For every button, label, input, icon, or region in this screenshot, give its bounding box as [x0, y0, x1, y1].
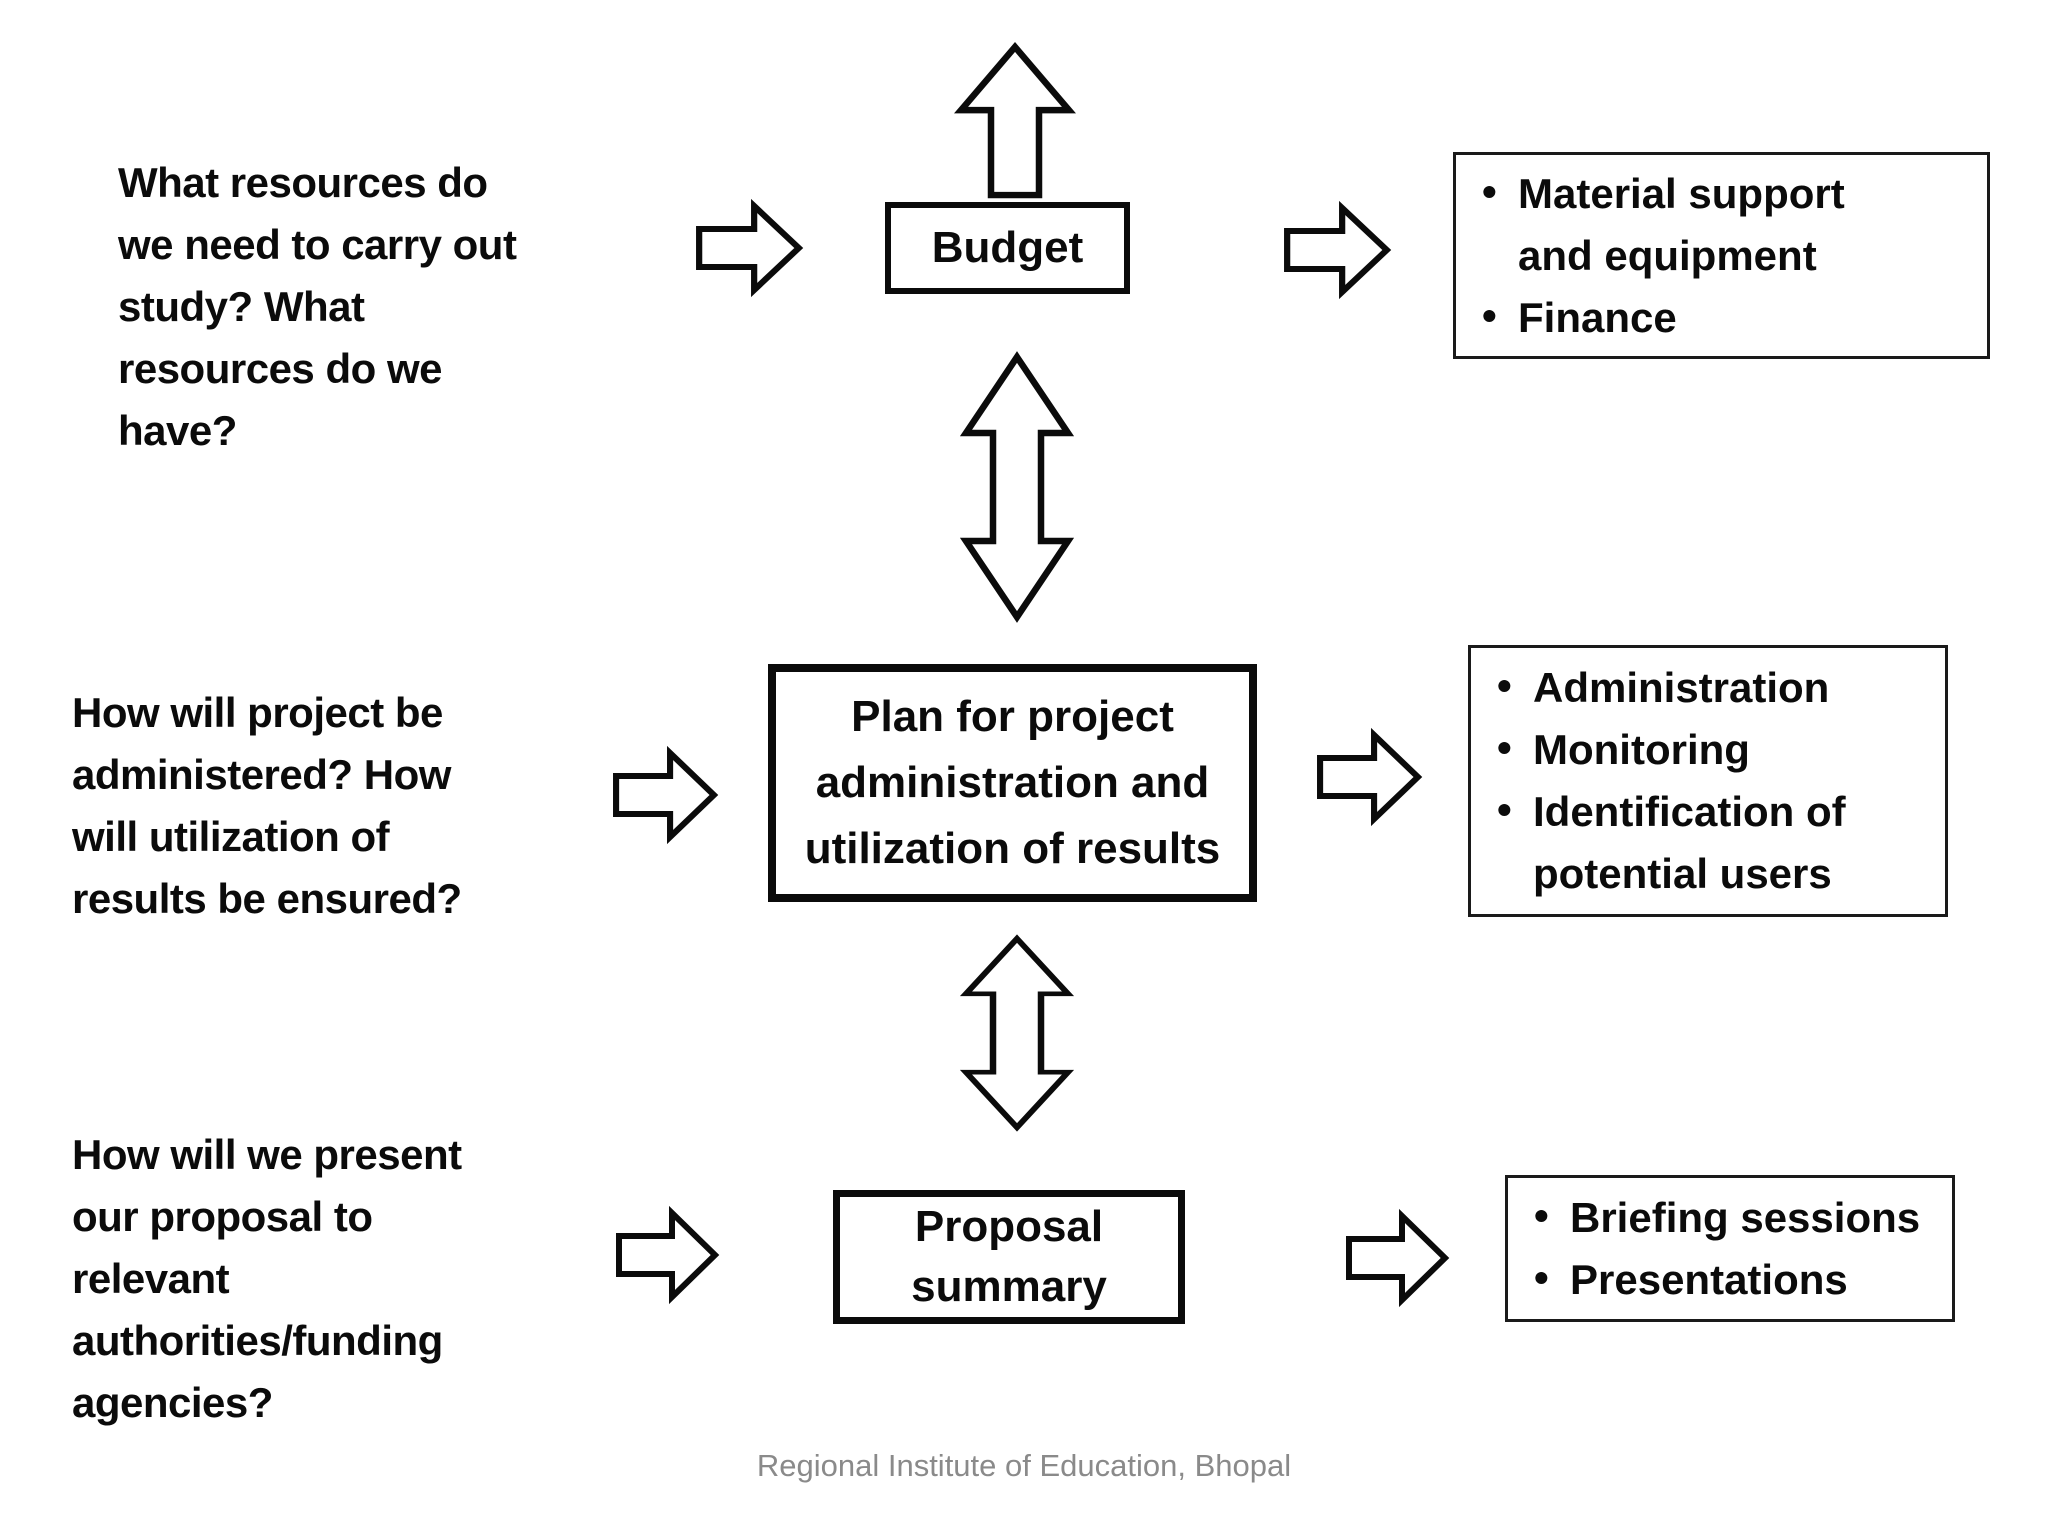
output-item: Presentations [1534, 1247, 1942, 1311]
right-arrow-icon [616, 1205, 720, 1305]
output-item: Monitoring [1497, 717, 1935, 781]
double-arrow-icon [959, 934, 1075, 1132]
double-arrow-icon [959, 351, 1075, 623]
output-item: Identification of potential users [1497, 779, 1935, 905]
question-administration: How will project be administered? How wi… [72, 689, 462, 922]
right-arrow-icon [1284, 200, 1392, 300]
outputs-list: Briefing sessionsPresentations [1508, 1185, 1952, 1311]
up-arrow-icon [954, 41, 1076, 199]
right-arrow-icon [1317, 727, 1423, 827]
footer-credit: Regional Institute of Education, Bhopal [756, 1448, 1292, 1483]
output-item: Material support and equipment [1482, 161, 1977, 287]
output-item: Administration [1497, 655, 1935, 719]
question-presentation: How will we present our proposal to rele… [72, 1131, 462, 1426]
outputs-list: AdministrationMonitoringIdentification o… [1471, 655, 1945, 905]
output-item: Briefing sessions [1534, 1185, 1942, 1249]
outputs-box-plan: AdministrationMonitoringIdentification o… [1468, 645, 1948, 917]
plan-box: Plan for project administration and util… [768, 664, 1257, 902]
right-arrow-icon [613, 745, 719, 845]
output-item: Finance [1482, 285, 1977, 349]
proposal-box: Proposal summary [833, 1190, 1185, 1324]
outputs-box-proposal: Briefing sessionsPresentations [1505, 1175, 1955, 1322]
outputs-box-budget: Material support and equipmentFinance [1453, 152, 1990, 359]
budget-box: Budget [885, 202, 1130, 294]
outputs-list: Material support and equipmentFinance [1456, 161, 1987, 349]
right-arrow-icon [1346, 1208, 1450, 1308]
right-arrow-icon [696, 198, 804, 298]
question-resources: What resources do we need to carry out s… [118, 159, 517, 454]
